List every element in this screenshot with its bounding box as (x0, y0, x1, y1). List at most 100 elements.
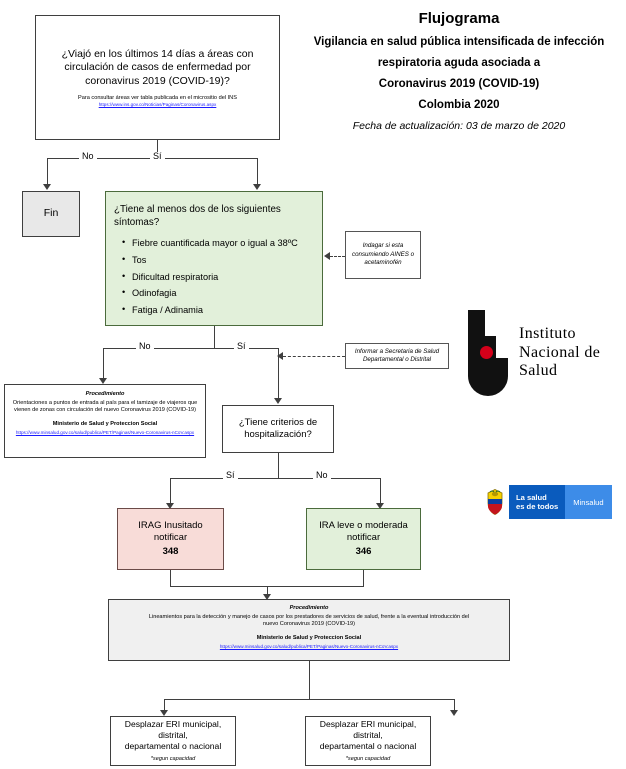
ira-code: 346 (355, 546, 372, 558)
minsalud-link-bottom[interactable]: https://www.minsalud.gov.co/salud/public… (219, 643, 399, 649)
connector-symptoms-bar-left (103, 348, 215, 349)
connector-travel-stem (157, 140, 158, 158)
procedure-bottom-body-1: Lineamientos para la detección y manejo … (148, 614, 470, 621)
connector-irag-down (170, 570, 171, 586)
connector-travel-no-drop (47, 158, 48, 186)
travel-question-text: ¿Viajó en los últimos 14 días a áreas co… (61, 47, 254, 87)
procedure-bottom-body-2: nuevo Coronavirus 2019 (COVID-19) (262, 621, 356, 628)
node-symptoms: ¿Tiene al menos dos de los siguientes sí… (105, 191, 323, 326)
edge-label-hosp-si: Sí (223, 471, 238, 480)
connector-symptoms-si-drop (278, 348, 279, 374)
connector-symptoms-no-drop (103, 348, 104, 380)
minsalud-link-left[interactable]: https://www.minsalud.gov.co/salud/public… (15, 429, 195, 435)
node-procedure-bottom: Procedimiento Lineamientos para la detec… (108, 599, 510, 661)
connector-note-informar (283, 356, 345, 357)
arrowhead-symptoms-no (99, 378, 107, 384)
update-date: Fecha de actualización: 03 de marzo de 2… (352, 120, 566, 132)
ins-logo-line-2: Nacional de (519, 343, 601, 361)
arrowhead-travel-no (43, 184, 51, 190)
minsalud-brand: Minsalud (565, 485, 612, 519)
edge-label-hosp-no: No (313, 471, 331, 480)
connector-travel-bar-left (47, 158, 158, 159)
connector-eri-right-drop (454, 699, 455, 712)
node-procedure-left: Procedimiento Orientaciones a puntos de … (4, 384, 206, 458)
ins-logo: Instituto Nacional de Salud (466, 310, 600, 396)
note-informar: Informar a Secretaria de Salud Departame… (345, 343, 449, 369)
end-label: Fin (43, 207, 59, 220)
symptom-item: Dificultad respiratoria (122, 271, 298, 284)
hospitalization-question-line-1: ¿Tiene criterios de (238, 416, 318, 428)
connector-travel-bar-right (157, 158, 257, 159)
note-informar-text: Informar a Secretaria de Salud Departame… (354, 347, 440, 363)
page-subtitle-line-3: Coronavirus 2019 (COVID-19) (378, 78, 540, 90)
node-hospitalization-question: ¿Tiene criterios de hospitalización? (222, 405, 334, 453)
symptom-item: Tos (122, 254, 298, 267)
arrowhead-merge (263, 594, 271, 600)
connector-travel-si-drop (257, 158, 258, 186)
arrowhead-eri-right (450, 710, 458, 716)
ins-logo-mark-icon (466, 310, 510, 396)
symptom-item: Odinofagia (122, 287, 298, 300)
irag-code: 348 (162, 546, 179, 558)
ins-microsite-link[interactable]: https://www.ins.gov.co/Noticias/Paginas/… (98, 102, 217, 108)
connector-hosp-si-drop (170, 478, 171, 505)
arrowhead-eri-left (160, 710, 168, 716)
minsalud-logo: La salud es de todos Minsalud (481, 485, 612, 519)
arrowhead-hosp-no (376, 503, 384, 509)
note-aines: Indagar si esta consumiendo AINES o acet… (345, 231, 421, 279)
symptom-item: Fiebre cuantificada mayor o igual a 38ºC (122, 237, 298, 250)
page-title: Flujograma (418, 10, 500, 27)
connector-ira-down (363, 570, 364, 586)
node-travel-question: ¿Viajó en los últimos 14 días a áreas co… (35, 15, 280, 140)
ins-logo-line-1: Instituto (519, 325, 576, 343)
connector-eri-bar-right (309, 699, 454, 700)
procedure-bottom-ministry: Ministerio de Salud y Proteccion Social (256, 635, 362, 642)
page-title-block: Flujograma Vigilancia en salud pública i… (300, 10, 618, 132)
node-ira: IRA leve o moderada notificar 346 (306, 508, 421, 570)
arrowhead-hosp (274, 398, 282, 404)
irag-line-2: notificar (153, 531, 188, 543)
minsalud-slogan-line-2: es de todos (516, 502, 559, 511)
ira-line-1: IRA leve o moderada (319, 519, 408, 531)
eri-left-footnote: *segun capacidad (150, 755, 196, 762)
symptom-item: Fatiga / Adinamia (122, 304, 298, 317)
eri-left-line-2: departamental o nacional (124, 740, 222, 751)
page-subtitle-line-4: Colombia 2020 (418, 99, 500, 111)
connector-hosp-no-drop (380, 478, 381, 505)
irag-line-1: IRAG Inusitado (138, 519, 203, 531)
symptoms-list: Fiebre cuantificada mayor o igual a 38ºC… (120, 237, 298, 322)
eri-right-line-2: departamental o nacional (319, 740, 417, 751)
arrowhead-note-aines (324, 252, 330, 260)
travel-question-note: Para consultar áreas ver tabla publicada… (78, 95, 237, 102)
colombia-coat-of-arms-icon (481, 485, 509, 519)
procedure-left-body: Orientaciones a puntos de entrada al paí… (12, 400, 198, 414)
node-eri-right: Desplazar ERI municipal, distrital, depa… (305, 716, 431, 766)
node-end: Fin (22, 191, 80, 237)
minsalud-slogan-line-1: La salud (516, 492, 547, 502)
note-aines-text: Indagar si esta consumiendo AINES o acet… (351, 242, 415, 267)
symptoms-question: ¿Tiene al menos dos de los siguientes sí… (114, 204, 281, 228)
connector-hosp-down (278, 453, 279, 478)
edge-label-travel-si: Sí (150, 152, 165, 161)
connector-note-aines (330, 256, 345, 257)
arrowhead-travel-si (253, 184, 261, 190)
hospitalization-question-line-2: hospitalización? (244, 429, 312, 440)
edge-label-symptoms-si: Sí (234, 342, 249, 351)
eri-right-line-1: Desplazar ERI municipal, distrital, (319, 718, 417, 740)
procedure-left-heading: Procedimiento (85, 391, 125, 397)
ins-logo-wordmark: Instituto Nacional de Salud (519, 325, 600, 381)
edge-label-symptoms-no: No (136, 342, 154, 351)
node-irag: IRAG Inusitado notificar 348 (117, 508, 224, 570)
page-subtitle-line-2: respiratoria aguda asociada a (377, 57, 541, 69)
connector-hosp-stem (278, 374, 279, 400)
page-subtitle-line-1: Vigilancia en salud pública intensificad… (313, 36, 605, 48)
connector-symptoms-stem (214, 326, 215, 348)
connector-eri-stem (309, 661, 310, 699)
ira-line-2: notificar (346, 531, 381, 543)
ins-logo-line-3: Salud (519, 362, 558, 380)
eri-left-line-1: Desplazar ERI municipal, distrital, (124, 718, 222, 740)
node-eri-left: Desplazar ERI municipal, distrital, depa… (110, 716, 236, 766)
minsalud-slogan: La salud es de todos (509, 485, 566, 519)
procedure-left-ministry: Ministerio de Salud y Proteccion Social (52, 421, 158, 428)
